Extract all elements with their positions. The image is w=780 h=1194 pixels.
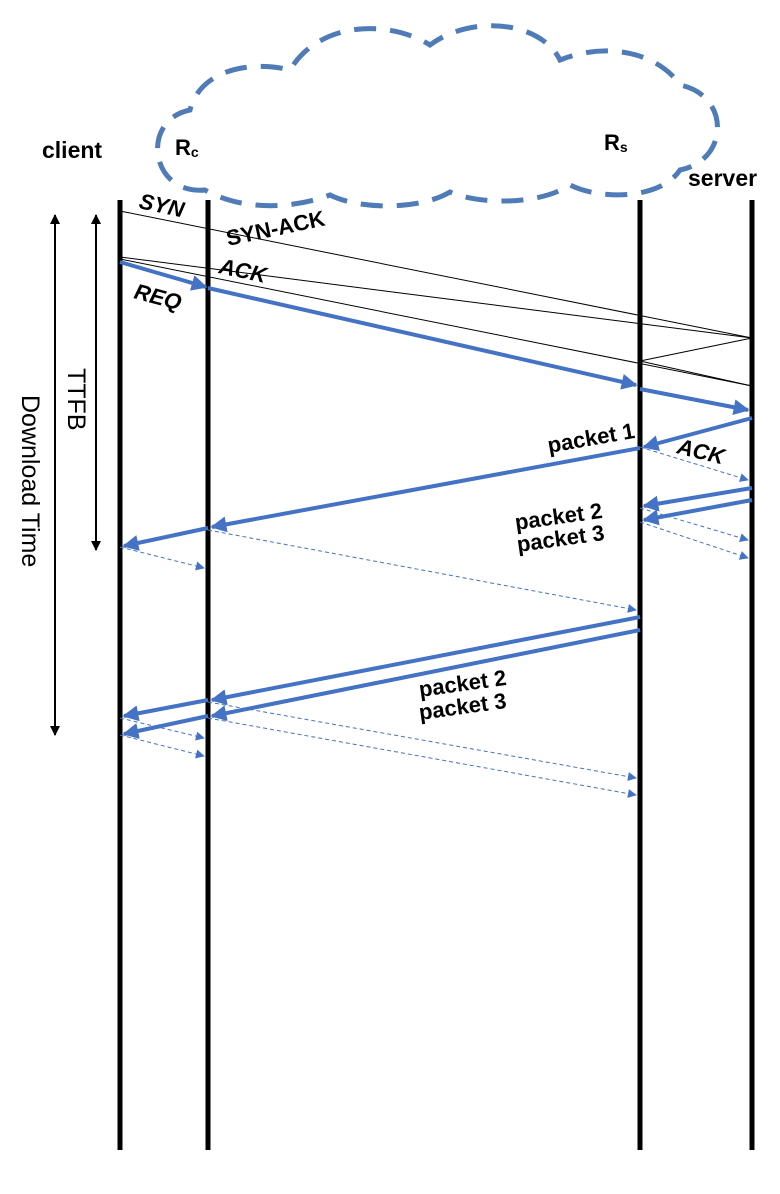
server-ack-dotted (639, 446, 749, 482)
router-client-label: Rc (175, 135, 199, 160)
download-time-label: Download Time (16, 395, 44, 567)
ack-server-label: ACK (674, 433, 729, 470)
syn-ack-label: SYN-ACK (224, 206, 327, 251)
client-label: client (42, 137, 102, 163)
lifelines (117, 200, 755, 1150)
req-arrow (119, 260, 750, 416)
client-ack-dotted-1 (119, 529, 637, 613)
server-label: server (688, 165, 757, 191)
client-ack-dotted-2 (119, 701, 637, 798)
syn-label: SYN (137, 188, 188, 222)
ack-label: ACK (216, 253, 271, 288)
packet1-arrow (122, 416, 753, 551)
router-server-label: Rs (604, 130, 628, 155)
ack-line (119, 258, 753, 387)
packet2-3-first (642, 486, 753, 526)
packet2-3-second (122, 615, 641, 739)
ttfb-label: TTFB (62, 368, 90, 431)
rs-server-dotted (639, 507, 749, 560)
network-cloud (155, 23, 720, 209)
req-label: REQ (132, 279, 185, 315)
syn-line (119, 210, 753, 339)
handshake-lines (119, 210, 753, 387)
syn-ack-line (119, 256, 753, 339)
